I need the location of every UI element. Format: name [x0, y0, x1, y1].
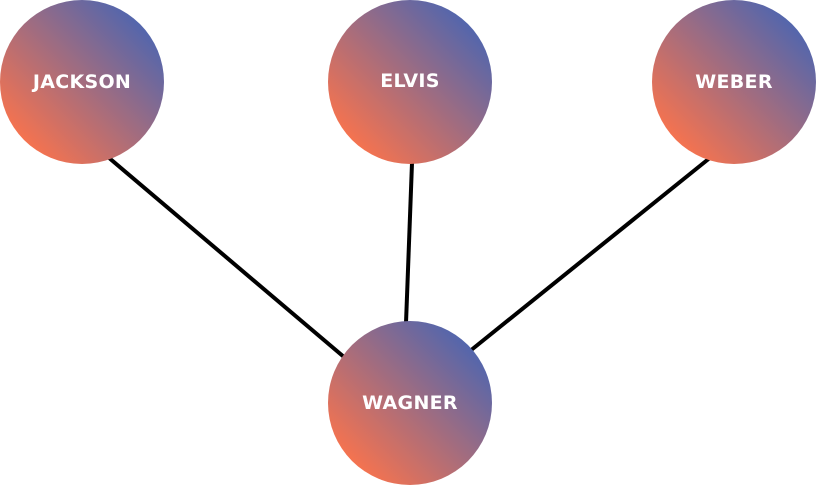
node-label-jackson: JACKSON: [31, 71, 131, 93]
node-label-weber: WEBER: [695, 71, 773, 93]
edge-elvis-wagner: [404, 162, 414, 324]
node-circle: [328, 321, 492, 485]
node-weber[interactable]: WEBER: [652, 0, 816, 164]
node-circle: [0, 0, 164, 164]
node-jackson[interactable]: JACKSON: [0, 0, 164, 164]
node-circle: [328, 0, 492, 164]
node-circle: [652, 0, 816, 164]
edge-jackson-wagner: [106, 155, 346, 359]
node-label-elvis: ELVIS: [380, 70, 439, 92]
node-label-wagner: WAGNER: [362, 392, 458, 414]
edges: [106, 155, 713, 359]
edge-weber-wagner: [468, 155, 713, 353]
node-elvis[interactable]: ELVIS: [328, 0, 492, 164]
node-wagner[interactable]: WAGNER: [328, 321, 492, 485]
